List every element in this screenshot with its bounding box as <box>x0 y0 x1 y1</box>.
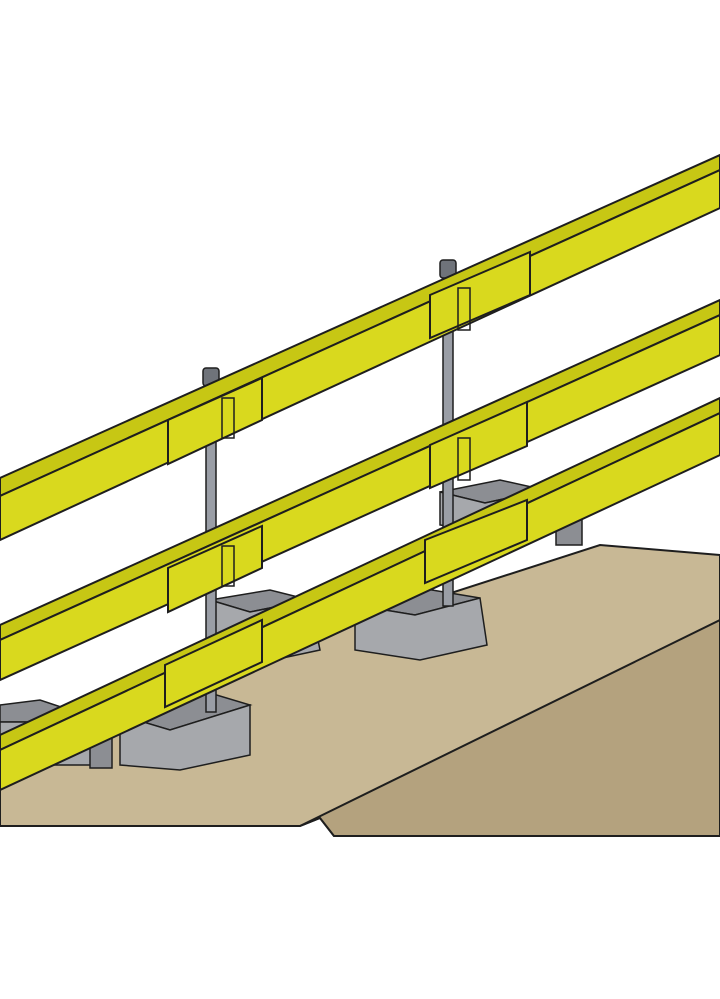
clamp-mid-right <box>429 400 528 490</box>
base-front <box>354 597 488 661</box>
rail-top-face <box>0 153 720 498</box>
ground-ramp-face <box>299 618 720 837</box>
clamp-mid-left <box>167 524 263 614</box>
clamp-top-right <box>429 250 531 340</box>
rail-clamp-icon <box>164 250 531 709</box>
bracket <box>457 437 471 481</box>
clamp-top-left <box>167 376 263 466</box>
clamp-bottom-left <box>164 618 263 709</box>
bracket <box>457 287 471 331</box>
clamp-bottom-right <box>424 498 528 585</box>
base-front <box>119 703 251 771</box>
bracket <box>221 545 235 587</box>
rail-top-face <box>0 298 720 642</box>
bracket <box>221 397 235 439</box>
